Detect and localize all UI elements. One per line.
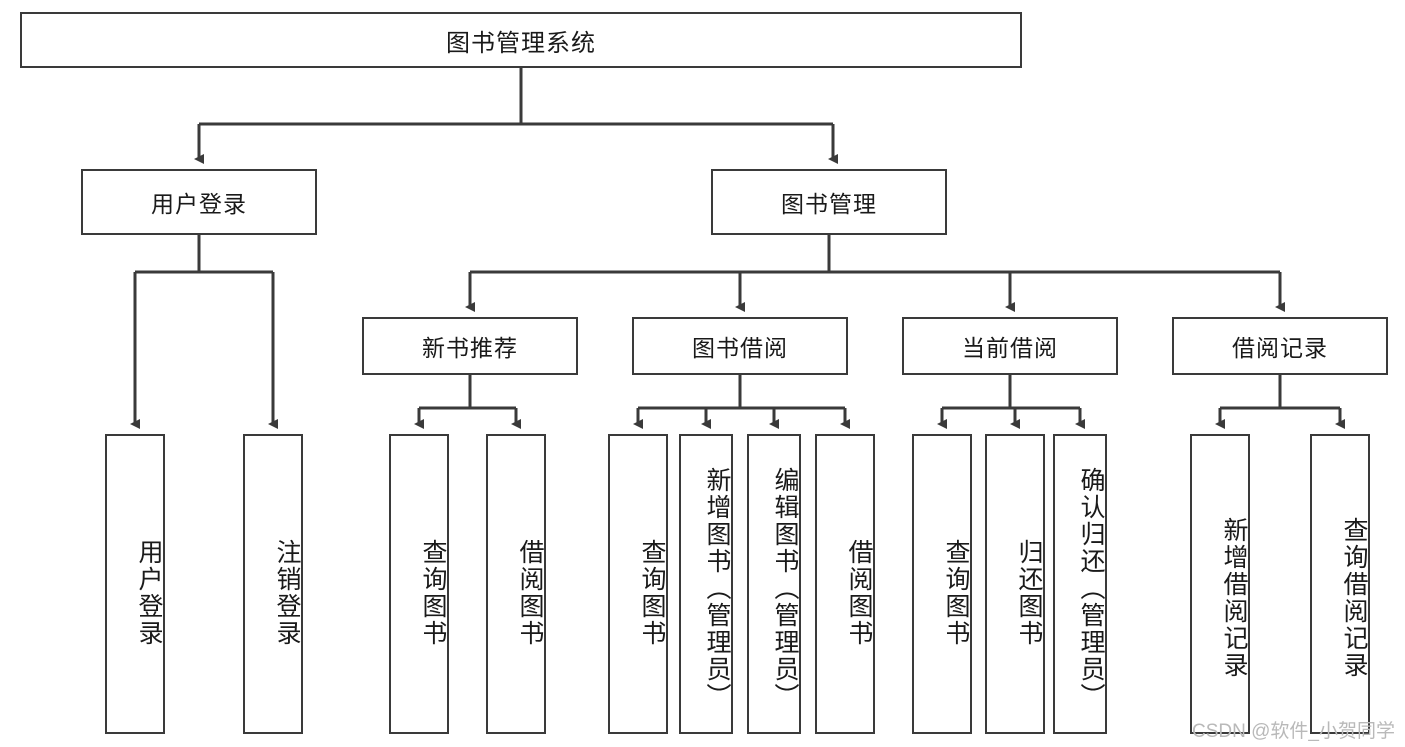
node-label: 新增图书（管理员）	[703, 466, 731, 710]
node-label: 归还图书	[1015, 539, 1043, 647]
node-label: 用户登录	[151, 191, 247, 217]
node-label: 用户登录	[135, 539, 163, 647]
leaf-edit-book[interactable]: 编辑图书（管理员）	[747, 434, 801, 734]
leaf-confirm-return[interactable]: 确认归还（管理员）	[1053, 434, 1107, 734]
node-label: 确认归还（管理员）	[1077, 466, 1105, 710]
leaf-query-book-1[interactable]: 查询图书	[389, 434, 449, 734]
node-root-system[interactable]: 图书管理系统	[20, 12, 1022, 68]
leaf-user-login[interactable]: 用户登录	[105, 434, 165, 734]
leaf-add-borrow-record[interactable]: 新增借阅记录	[1190, 434, 1250, 734]
node-current-borrow[interactable]: 当前借阅	[902, 317, 1118, 375]
leaf-return-book[interactable]: 归还图书	[985, 434, 1045, 734]
node-label: 查询借阅记录	[1340, 517, 1368, 679]
node-label: 当前借阅	[962, 335, 1058, 361]
node-label: 查询图书	[419, 539, 447, 647]
node-new-book-recommend[interactable]: 新书推荐	[362, 317, 578, 375]
leaf-borrow-book-2[interactable]: 借阅图书	[815, 434, 875, 734]
node-book-management[interactable]: 图书管理	[711, 169, 947, 235]
node-book-borrow[interactable]: 图书借阅	[632, 317, 848, 375]
leaf-query-book-3[interactable]: 查询图书	[912, 434, 972, 734]
leaf-add-book[interactable]: 新增图书（管理员）	[679, 434, 733, 734]
leaf-query-book-2[interactable]: 查询图书	[608, 434, 668, 734]
csdn-watermark: CSDN @软件_小贺同学	[1192, 716, 1395, 743]
node-label: 图书借阅	[692, 335, 788, 361]
watermark-text: CSDN @软件_小贺同学	[1192, 721, 1395, 742]
node-label: 编辑图书（管理员）	[771, 466, 799, 710]
node-label: 图书管理	[781, 191, 877, 217]
leaf-query-borrow-record[interactable]: 查询借阅记录	[1310, 434, 1370, 734]
node-label: 注销登录	[273, 539, 301, 647]
node-label: 借阅记录	[1232, 335, 1328, 361]
node-label: 借阅图书	[516, 539, 544, 647]
node-label: 查询图书	[942, 539, 970, 647]
node-label: 图书管理系统	[446, 29, 596, 57]
leaf-borrow-book-1[interactable]: 借阅图书	[486, 434, 546, 734]
node-user-login[interactable]: 用户登录	[81, 169, 317, 235]
node-label: 新增借阅记录	[1220, 517, 1248, 679]
leaf-user-logout[interactable]: 注销登录	[243, 434, 303, 734]
node-borrow-record[interactable]: 借阅记录	[1172, 317, 1388, 375]
node-label: 新书推荐	[422, 335, 518, 361]
node-label: 借阅图书	[845, 539, 873, 647]
node-label: 查询图书	[638, 539, 666, 647]
